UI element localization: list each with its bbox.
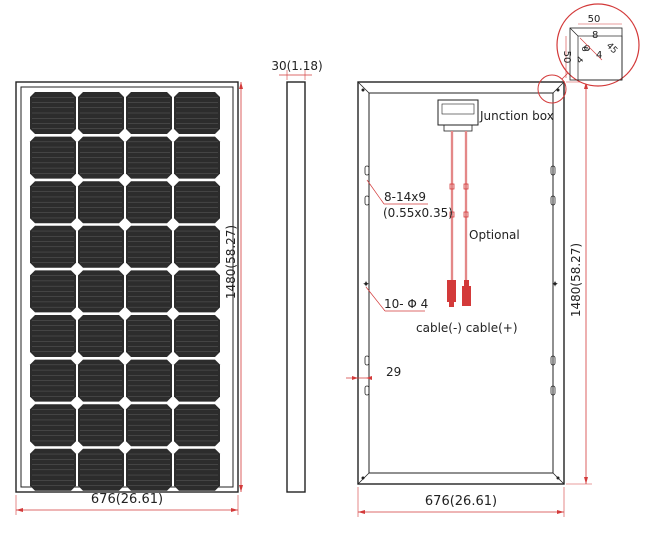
back-view: ✦ ✦ Junction box Optional cable(-) cable… — [346, 81, 592, 517]
back-width-label: 676(26.61) — [425, 494, 497, 509]
ground-leader — [365, 286, 386, 312]
mounting-slot — [364, 355, 370, 366]
back-frame-outer — [357, 81, 565, 485]
connector-positive — [462, 286, 471, 306]
front-frame-inner — [20, 86, 234, 488]
junction-box-base — [443, 124, 473, 132]
back-frame-inner — [368, 92, 554, 474]
corner-detail: 50 50 8 6 4 45 4 — [537, 3, 640, 104]
front-height-label: 1480(58.27) — [224, 225, 238, 299]
cable-clip — [463, 183, 469, 190]
mounting-slot — [550, 165, 556, 176]
detail-dim-6: 6 — [579, 46, 589, 52]
corner-hole — [361, 88, 365, 92]
edge-dim-arrow — [366, 376, 372, 380]
front-width-arrow-right — [231, 508, 238, 512]
ground-hole-label: 10- Φ 4 — [384, 297, 428, 311]
mounting-slot — [550, 355, 556, 366]
mounting-slot-size-label: (0.55x0.35) — [383, 206, 453, 220]
front-view: 676(26.61) 1480(58.27) — [15, 81, 243, 515]
front-height-arrow-bottom — [239, 485, 243, 492]
mounting-slot — [364, 195, 370, 206]
optional-label: Optional — [469, 228, 520, 242]
detail-dim-4b: 4 — [575, 55, 586, 66]
junction-box-inner — [441, 103, 475, 115]
back-width-arrow-left — [358, 510, 365, 514]
detail-corner-line — [569, 27, 579, 37]
front-width-arrow-left — [16, 508, 23, 512]
front-width-label: 676(26.61) — [91, 492, 163, 507]
detail-dim-diag — [579, 37, 603, 61]
detail-marker-circle — [537, 74, 567, 104]
back-height-arrow-bottom — [584, 477, 588, 484]
cable-clip — [449, 183, 455, 190]
back-width-arrow-right — [557, 510, 564, 514]
detail-dim-8: 8 — [592, 30, 598, 41]
side-thickness-label: 30(1.18) — [271, 59, 322, 73]
mounting-slot — [550, 195, 556, 206]
back-height-label: 1480(58.27) — [569, 243, 583, 317]
side-view: 30(1.18) — [271, 59, 323, 493]
front-height-arrow-top — [239, 82, 243, 89]
connector-negative-tip — [449, 302, 454, 307]
detail-dim-4: 4 — [596, 50, 602, 61]
frame-corner-tl — [357, 81, 370, 94]
slot-leader — [366, 179, 385, 205]
front-frame-outer — [15, 81, 239, 493]
edge-dim-arrow — [352, 376, 358, 380]
corner-hole — [556, 476, 560, 480]
corner-hole — [556, 88, 560, 92]
detail-frame-inner — [577, 35, 623, 81]
mounting-slot-label: 8-14x9 — [384, 190, 426, 204]
junction-box-label: Junction box — [479, 109, 554, 123]
cable-clip — [449, 211, 455, 218]
ground-hole-icon: ✦ — [551, 280, 559, 290]
detail-dim-50-top: 50 — [588, 14, 601, 25]
connector-negative — [447, 280, 456, 302]
cable-label: cable(-) cable(+) — [416, 321, 518, 335]
cable-clip — [463, 211, 469, 218]
frame-corner-tr — [552, 81, 565, 94]
detail-circle — [556, 3, 640, 87]
detail-dim-50-side: 50 — [561, 51, 572, 64]
corner-hole — [361, 476, 365, 480]
mounting-slot — [364, 165, 370, 176]
side-frame — [286, 81, 306, 493]
back-height-arrow-top — [584, 82, 588, 89]
ground-hole-icon: ✦ — [362, 280, 370, 290]
solar-cell-grid — [30, 92, 220, 491]
mounting-slot — [550, 385, 556, 396]
edge-distance-label: 29 — [386, 365, 401, 379]
connector-positive-tip — [464, 280, 469, 286]
mounting-slot — [364, 385, 370, 396]
